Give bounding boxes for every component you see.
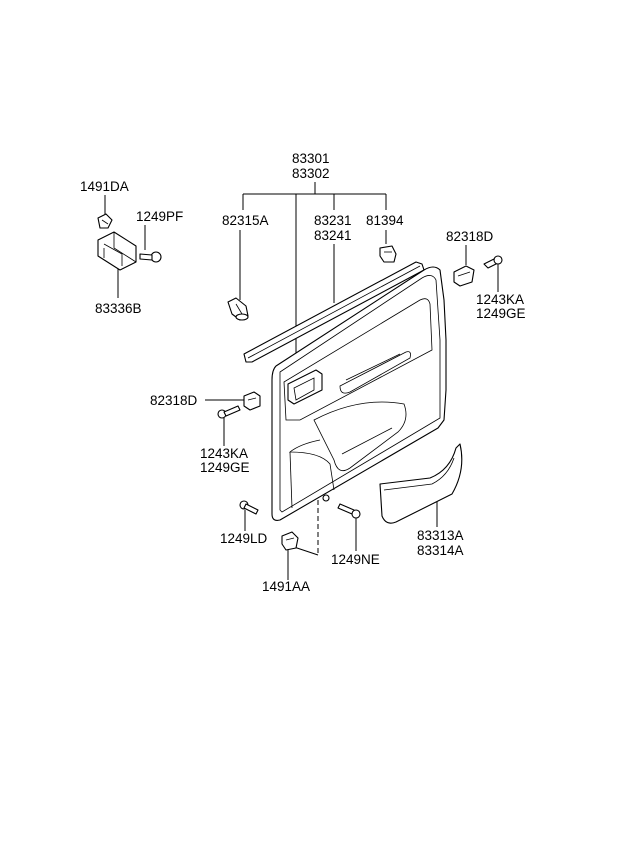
label-1491aa[interactable]: 1491AA xyxy=(262,579,310,594)
leader-lines xyxy=(104,182,499,580)
label-1249ld[interactable]: 1249LD xyxy=(220,531,268,546)
label-1491da[interactable]: 1491DA xyxy=(80,179,129,194)
label-83313a[interactable]: 83313A xyxy=(417,528,464,543)
label-1249pf[interactable]: 1249PF xyxy=(136,209,183,224)
clip-icon xyxy=(227,297,249,321)
bracket-icon xyxy=(97,231,137,271)
label-1243ka-left[interactable]: 1243KA xyxy=(200,446,248,461)
screw-icon xyxy=(239,500,259,515)
label-82318d-left[interactable]: 82318D xyxy=(150,393,198,408)
screw-icon xyxy=(139,251,162,263)
label-83241[interactable]: 83241 xyxy=(314,228,352,243)
screw-icon xyxy=(483,255,503,269)
label-1249ge-left[interactable]: 1249GE xyxy=(200,460,250,475)
label-83302[interactable]: 83302 xyxy=(292,166,330,181)
label-1243ka-right[interactable]: 1243KA xyxy=(476,292,524,307)
label-1249ge-right[interactable]: 1249GE xyxy=(476,306,526,321)
label-83301[interactable]: 83301 xyxy=(292,151,330,166)
clip-icon xyxy=(379,245,397,263)
label-83314a[interactable]: 83314A xyxy=(417,543,464,558)
label-1249ne[interactable]: 1249NE xyxy=(331,552,380,567)
label-82315a[interactable]: 82315A xyxy=(222,213,269,228)
clip-icon xyxy=(97,213,113,229)
label-82318d-right[interactable]: 82318D xyxy=(446,229,494,244)
screw-icon xyxy=(337,503,361,519)
label-83231[interactable]: 83231 xyxy=(314,213,352,228)
screw-icon xyxy=(217,405,241,419)
clip-icon xyxy=(453,265,475,287)
label-81394[interactable]: 81394 xyxy=(366,213,404,228)
clip-icon xyxy=(243,391,261,411)
trim-panel-icon xyxy=(271,266,447,521)
label-83336b[interactable]: 83336B xyxy=(95,301,142,316)
armrest-cover-icon xyxy=(379,443,463,524)
clip-icon xyxy=(281,531,299,551)
